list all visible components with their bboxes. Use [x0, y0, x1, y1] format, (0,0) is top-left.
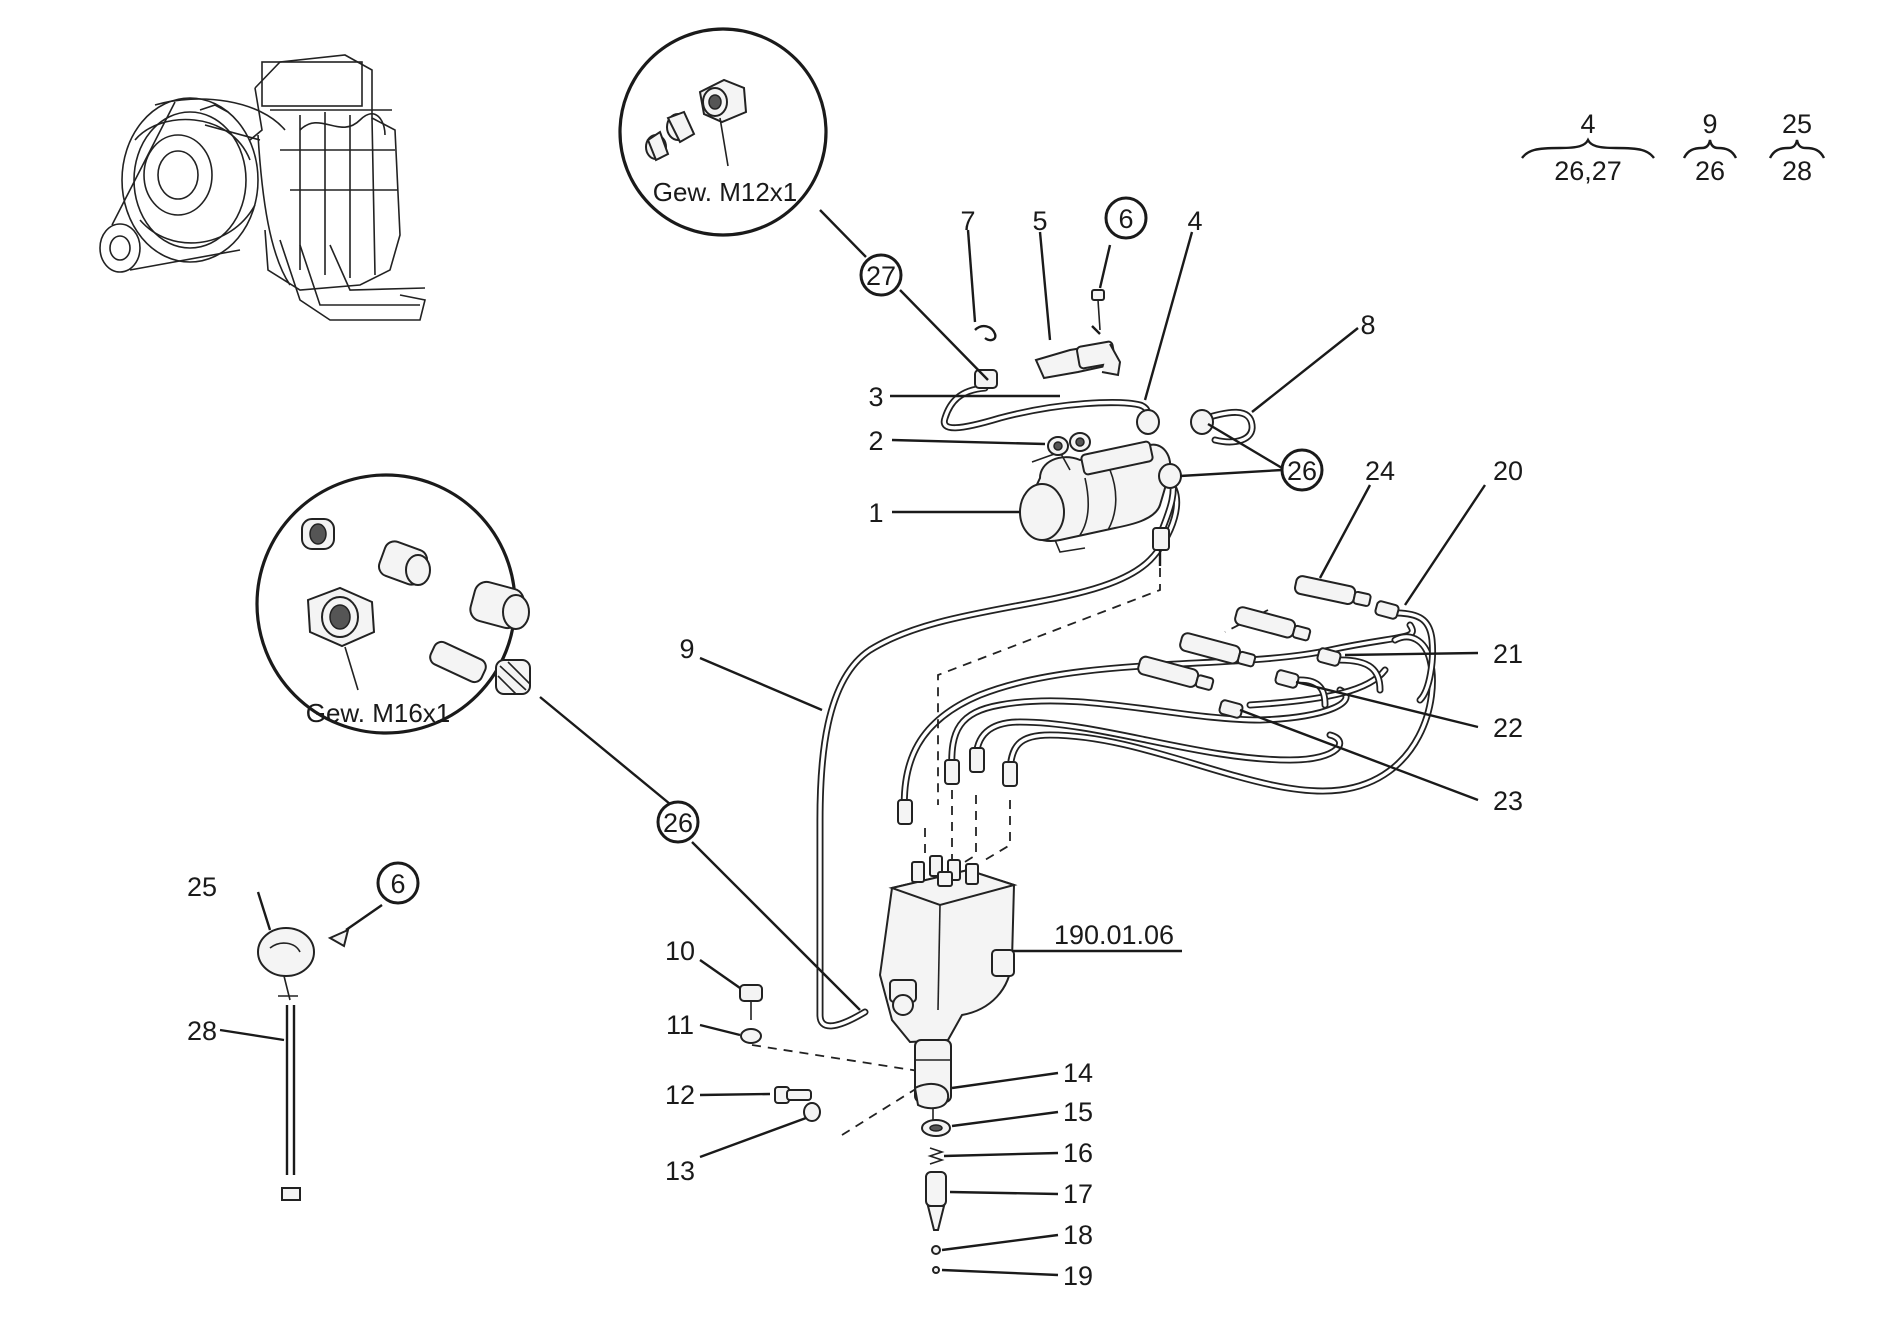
callout-10: 10	[665, 936, 695, 966]
injector-nozzles	[1137, 575, 1400, 719]
circled-callout-26-right: 26	[1280, 448, 1324, 492]
circled-callout-27: 27	[859, 253, 903, 297]
svg-text:6: 6	[390, 869, 405, 899]
callout-9: 9	[679, 634, 694, 664]
callout-24: 24	[1365, 456, 1395, 486]
svg-text:6: 6	[1118, 204, 1133, 234]
callout-22: 22	[1493, 713, 1523, 743]
callout-13: 13	[665, 1156, 695, 1186]
thread-label-m16: Gew. M16x1	[306, 698, 451, 728]
callout-19: 19	[1063, 1261, 1093, 1291]
callout-28: 28	[187, 1016, 217, 1046]
legend-groups: 4 26,27 9 26 25 28	[1521, 109, 1826, 186]
thread-label-m12: Gew. M12x1	[653, 177, 798, 207]
part-callouts: 1 2 3 4 5 7 8 9 10 11 12 13 14 15 16 17 …	[187, 206, 1523, 1291]
legend-bottom-4: 26,27	[1554, 156, 1622, 186]
callout-20: 20	[1493, 456, 1523, 486]
svg-text:26: 26	[663, 808, 693, 838]
callout-16: 16	[1063, 1138, 1093, 1168]
callout-18: 18	[1063, 1220, 1093, 1250]
callout-17: 17	[1063, 1179, 1093, 1209]
callout-12: 12	[665, 1080, 695, 1110]
callout-21: 21	[1493, 639, 1523, 669]
callout-15: 15	[1063, 1097, 1093, 1127]
circled-callout-26-left: 26	[656, 800, 700, 844]
fuel-lines	[816, 384, 1436, 1030]
callout-14: 14	[1063, 1058, 1093, 1088]
fuel-filter-assembly	[974, 289, 1214, 566]
legend-top-4: 4	[1580, 109, 1595, 139]
callout-7: 7	[960, 206, 975, 236]
callout-25: 25	[187, 872, 217, 902]
circled-callout-6-left: 6	[376, 861, 420, 905]
assembly-reference: 190.01.06	[1054, 920, 1174, 950]
callout-11: 11	[666, 1010, 694, 1040]
svg-text:26: 26	[1287, 456, 1317, 486]
callout-2: 2	[868, 426, 883, 456]
legend-bottom-25: 28	[1782, 156, 1812, 186]
leader-lines	[219, 209, 1486, 1277]
injection-pump	[878, 747, 1018, 1120]
detail-view-m12: Gew. M12x1	[618, 27, 828, 237]
callout-5: 5	[1032, 206, 1047, 236]
callout-1: 1	[868, 498, 883, 528]
assembly-reference-label: 190.01.06	[1054, 920, 1174, 950]
legend-bottom-9: 26	[1695, 156, 1725, 186]
callout-4: 4	[1187, 206, 1202, 236]
legend-top-9: 9	[1702, 109, 1717, 139]
svg-text:27: 27	[866, 261, 896, 291]
callout-23: 23	[1493, 786, 1523, 816]
callout-3: 3	[868, 382, 883, 412]
detail-view-m16: Gew. M16x1	[255, 473, 531, 735]
engine-thumbnail	[99, 54, 426, 321]
small-parts	[739, 984, 951, 1274]
parts-25-28	[257, 927, 350, 1201]
legend-top-25: 25	[1782, 109, 1812, 139]
circled-callout-6-top: 6	[1104, 196, 1148, 240]
callout-8: 8	[1360, 310, 1375, 340]
